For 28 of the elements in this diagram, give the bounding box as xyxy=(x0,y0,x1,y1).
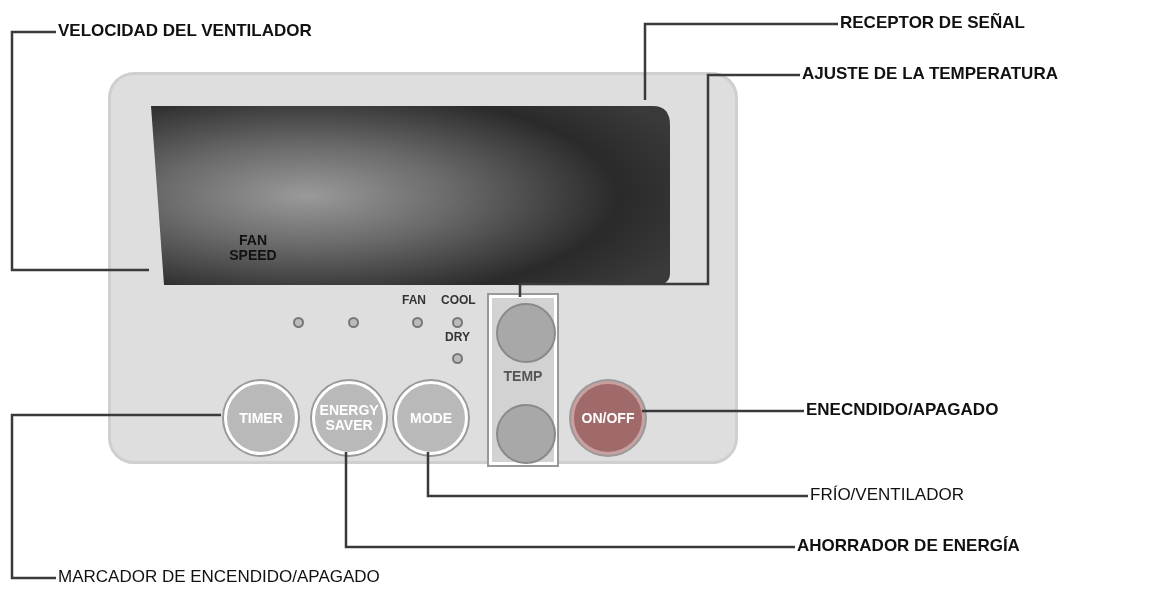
round-button xyxy=(496,404,556,464)
callout-label: FRÍO/VENTILADOR xyxy=(810,484,1040,508)
callout-label: MARCADOR DE ENCENDIDO/APAGADO xyxy=(58,566,418,590)
callout-label: AHORRADOR DE ENERGÍA xyxy=(797,535,1077,559)
leader-line xyxy=(10,413,221,580)
leader-line xyxy=(344,452,795,549)
indicator-label: FAN xyxy=(402,293,426,307)
indicator-label: DRY xyxy=(445,330,470,344)
control-panel xyxy=(108,72,738,464)
leader-line xyxy=(518,73,800,297)
callout-label: VELOCIDAD DEL VENTILADOR xyxy=(58,20,358,44)
display-label: FAN SPEED xyxy=(228,233,278,263)
temperature-rocker xyxy=(489,295,557,465)
round-button: MODE xyxy=(394,381,468,455)
callout-label: RECEPTOR DE SEÑAL xyxy=(840,12,1090,36)
display-screen xyxy=(148,103,673,288)
round-button xyxy=(496,303,556,363)
leader-line xyxy=(426,452,808,498)
round-button: TIMER xyxy=(224,381,298,455)
callout-label: ENECNDIDO/APAGADO xyxy=(806,399,1066,423)
round-button: ENERGY SAVER xyxy=(312,381,386,455)
indicator-label: COOL xyxy=(441,293,476,307)
power-button: ON/OFF xyxy=(571,381,645,455)
leader-line xyxy=(642,409,804,413)
callout-label: AJUSTE DE LA TEMPERATURA xyxy=(802,63,1132,87)
leader-line xyxy=(10,30,149,272)
button-label: TEMP xyxy=(502,368,544,384)
leader-line xyxy=(643,22,838,100)
